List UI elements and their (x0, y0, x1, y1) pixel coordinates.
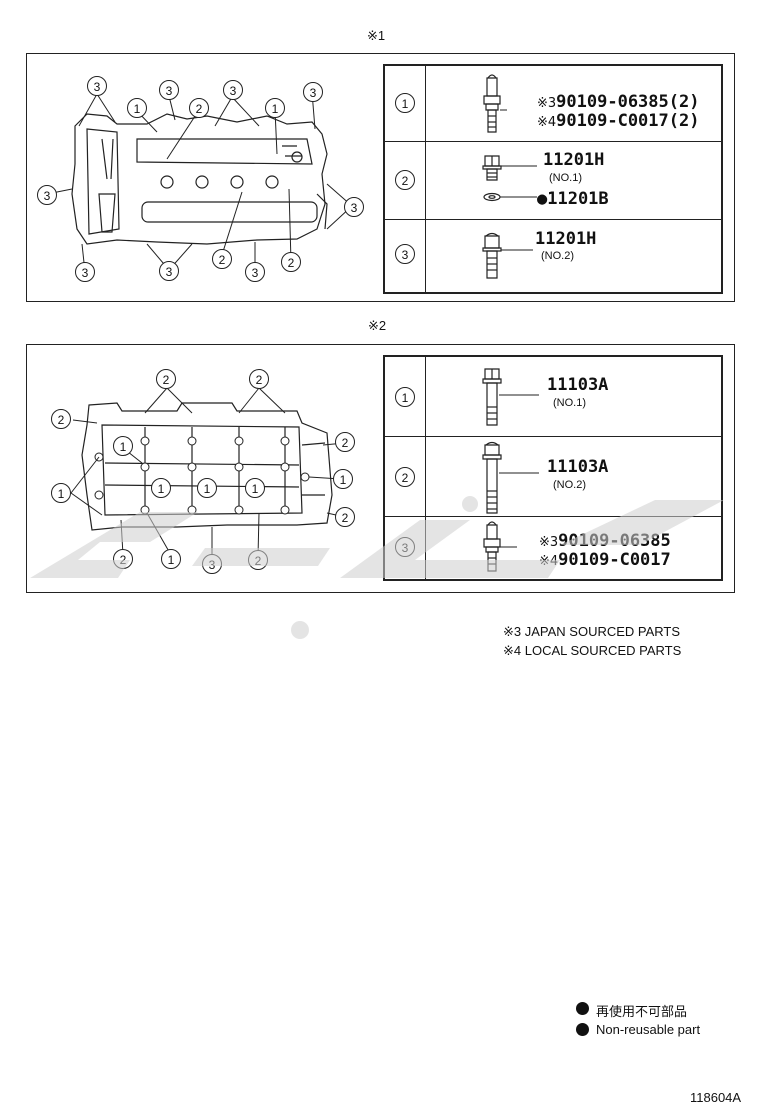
legend-dot-icon (576, 1002, 589, 1015)
part-number: 11201H (543, 150, 605, 170)
part-number: ※390109-06385 (539, 531, 671, 551)
callout-1: 1 (161, 549, 181, 569)
parts-row-1: 1 ※390109-06385(2) ※490109-C0017(2) (385, 66, 721, 141)
part-number: 11201H (535, 229, 597, 249)
callout-1: 1 (51, 483, 71, 503)
section-1-panel: 3 1 3 2 3 1 3 3 3 3 3 2 3 2 1 ※390109-06… (26, 53, 735, 302)
row-number: 2 (395, 170, 415, 190)
callout-3: 3 (344, 197, 364, 217)
part-number: ※390109-06385(2) (537, 92, 700, 112)
callout-2: 2 (248, 550, 268, 570)
drawing-id: 118604A (690, 1090, 742, 1105)
callout-2: 2 (113, 549, 133, 569)
long-bolt-icon (482, 441, 539, 514)
callout-3: 3 (159, 80, 179, 100)
long-bolt-icon (482, 368, 539, 426)
legend-en-label: Non-reusable part (596, 1022, 701, 1037)
parts-row-1: 1 11103A (NO.1) (385, 357, 721, 436)
row-number: 3 (395, 537, 415, 557)
callout-2: 2 (281, 252, 301, 272)
callout-3: 3 (75, 262, 95, 282)
callout-1: 1 (265, 98, 285, 118)
callout-1: 1 (333, 469, 353, 489)
part-note: (NO.1) (553, 397, 586, 409)
row-number: 1 (395, 93, 415, 113)
part-number: ※490109-C0017(2) (537, 111, 700, 131)
legend-jp-label: 再使用不可部品 (596, 1004, 688, 1019)
callout-3: 3 (159, 261, 179, 281)
callout-2: 2 (249, 369, 269, 389)
parts-row-2: 2 11103A (NO.2) (385, 436, 721, 517)
flange-bolt-icon (482, 232, 533, 279)
parts-row-2: 2 11201H (NO.1) ●11201B (385, 141, 721, 220)
part-note: (NO.2) (553, 479, 586, 491)
parts-table-1: 1 ※390109-06385(2) ※490109-C0017(2) 2 (383, 64, 723, 294)
callout-2: 2 (212, 249, 232, 269)
callout-2: 2 (335, 432, 355, 452)
part-note: (NO.2) (541, 250, 574, 262)
row-number: 2 (395, 467, 415, 487)
callout-3: 3 (303, 82, 323, 102)
part-note: (NO.1) (549, 172, 582, 184)
legend-dot-icon (576, 1023, 589, 1036)
row-number: 3 (395, 244, 415, 264)
callout-2: 2 (335, 507, 355, 527)
parts-row-3: 3 ※390109-06385 ※490109-C0017 (385, 516, 721, 580)
callout-2: 2 (51, 409, 71, 429)
section-1-ref: ※1 (367, 28, 386, 43)
part-number: ●11201B (537, 189, 609, 209)
callout-1: 1 (245, 478, 265, 498)
section-2-ref: ※2 (368, 318, 387, 333)
footnote-japan: ※3 JAPAN SOURCED PARTS (503, 624, 681, 639)
callout-1: 1 (127, 98, 147, 118)
section-2-panel: 2 2 2 1 1 1 1 2 1 1 2 2 1 3 2 1 11103A (… (26, 344, 735, 593)
callout-1: 1 (197, 478, 217, 498)
parts-table-2: 1 11103A (NO.1) 2 (383, 355, 723, 581)
part-number: 11103A (547, 457, 609, 477)
callout-1: 1 (151, 478, 171, 498)
stud-bolt-icon (483, 521, 517, 572)
callout-3: 3 (87, 76, 107, 96)
callout-2: 2 (189, 98, 209, 118)
callout-3: 3 (202, 554, 222, 574)
stud-bolt-icon (483, 74, 507, 133)
bolt-with-washer-icon (482, 155, 537, 202)
part-number: 11103A (547, 375, 609, 395)
callout-1: 1 (113, 436, 133, 456)
part-number: ※490109-C0017 (539, 550, 671, 570)
callout-3: 3 (223, 80, 243, 100)
cylinder-head-diagram (70, 387, 346, 559)
callout-3: 3 (245, 262, 265, 282)
cylinder-head-cover-diagram (46, 91, 353, 273)
parts-row-3: 3 11201H (NO.2) (385, 219, 721, 293)
callout-2: 2 (156, 369, 176, 389)
row-number: 1 (395, 387, 415, 407)
footnote-local: ※4 LOCAL SOURCED PARTS (503, 643, 682, 658)
callout-3: 3 (37, 185, 57, 205)
